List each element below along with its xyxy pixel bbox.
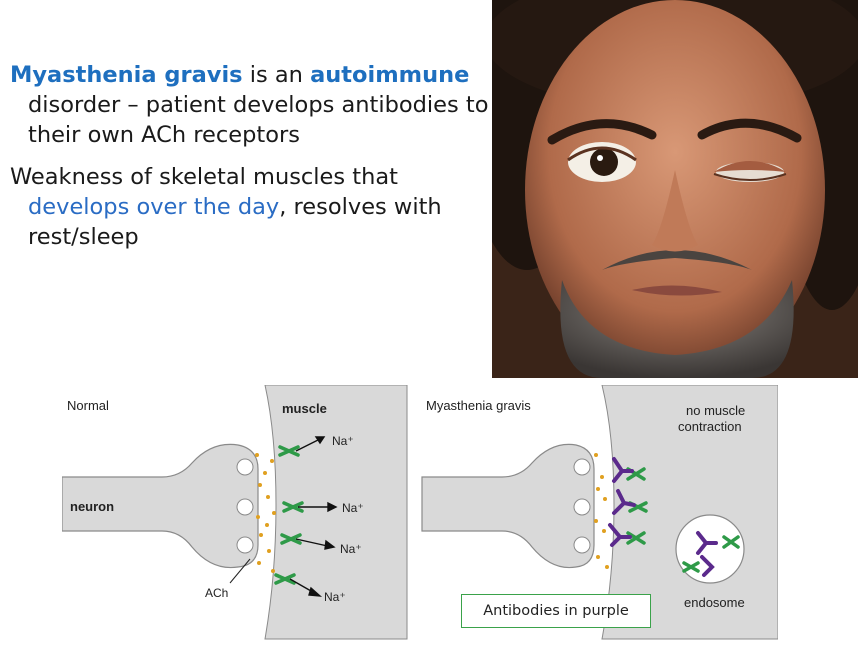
normal-panel-title: Normal — [67, 398, 109, 413]
vesicle-icon — [573, 536, 591, 554]
na-label: Na⁺ — [324, 590, 346, 604]
no-contraction-label-line1: no muscle — [686, 403, 745, 418]
neuron-terminal — [61, 443, 259, 569]
antibodies-callout: Antibodies in purple — [461, 594, 651, 628]
neuron-terminal-mg — [421, 443, 595, 569]
bullet-muscle-weakness: Weakness of skeletal muscles that develo… — [10, 162, 490, 252]
na-label: Na⁺ — [342, 501, 364, 515]
term-myasthenia-gravis: Myasthenia gravis — [10, 62, 243, 88]
bullet1-rest: disorder – patient develops antibodies t… — [28, 92, 489, 148]
na-label: Na⁺ — [332, 434, 354, 448]
endosome-label: endosome — [684, 595, 745, 610]
ach-dots-mg — [594, 453, 609, 569]
sodium-influx-arrows — [289, 436, 338, 597]
neuron-label: neuron — [70, 499, 114, 514]
ach-label: ACh — [205, 586, 228, 600]
ach-receptor-icons — [274, 445, 304, 585]
bullet-list: Myasthenia gravis is an autoimmune disor… — [10, 60, 490, 264]
bullet2-pre: Weakness of skeletal muscles that — [10, 164, 398, 190]
na-label: Na⁺ — [340, 542, 362, 556]
patient-photo-ptosis — [492, 0, 858, 378]
internalized-receptor-icons — [682, 535, 740, 573]
ach-dots — [255, 453, 276, 573]
mg-panel-title: Myasthenia gravis — [426, 398, 531, 413]
vesicle-icon — [236, 498, 254, 516]
internalized-antibody-icons — [696, 531, 718, 577]
endosome-vesicle — [675, 514, 745, 584]
term-develops-over-day: develops over the day — [28, 194, 280, 220]
vesicle-icon — [236, 458, 254, 476]
blocked-receptor-icons — [626, 467, 648, 545]
vesicle-icon — [236, 536, 254, 554]
muscle-label: muscle — [282, 401, 327, 416]
vesicle-icon — [573, 458, 591, 476]
bullet2-post: , resolves with rest/sleep — [28, 194, 442, 250]
ach-pointer-line — [229, 558, 251, 584]
vesicle-icon — [573, 498, 591, 516]
neuromuscular-junction-diagram: Normal muscle neuron Na⁺ Na⁺ Na⁺ Na⁺ ACh — [61, 384, 779, 647]
bullet-myasthenia-definition: Myasthenia gravis is an autoimmune disor… — [10, 60, 490, 150]
bullet1-joiner: is an — [242, 62, 311, 88]
antibody-icons — [608, 457, 636, 547]
no-contraction-label-line2: contraction — [678, 419, 742, 434]
term-autoimmune: autoimmune — [310, 62, 470, 88]
